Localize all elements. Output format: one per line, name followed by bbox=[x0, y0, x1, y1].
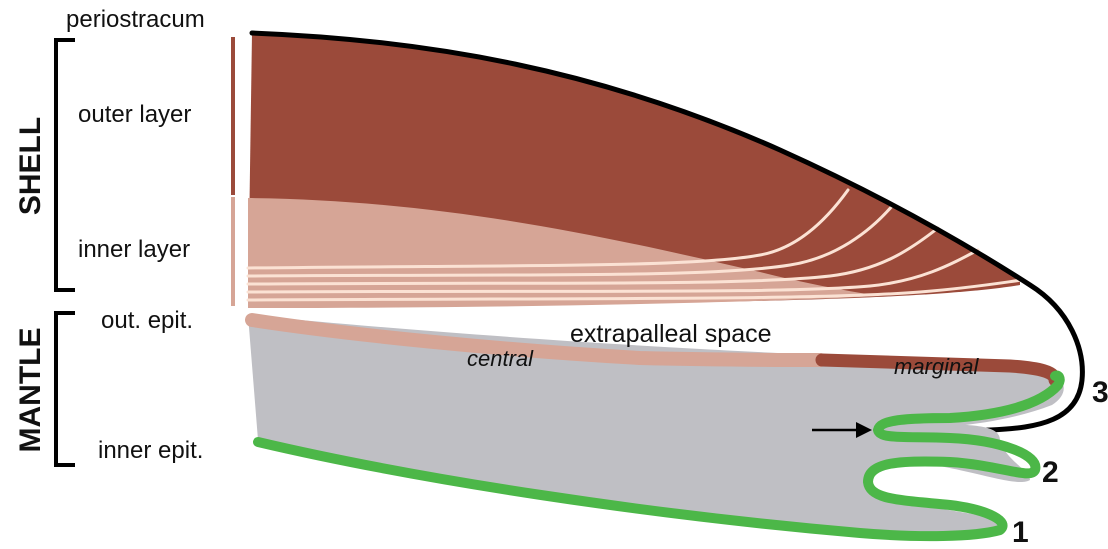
inner-layer-label: inner layer bbox=[78, 236, 190, 263]
fold-number-1: 1 bbox=[1012, 516, 1029, 549]
growth-line bbox=[246, 188, 850, 270]
outer-epithelium-marginal bbox=[815, 353, 1062, 387]
mantle-tissue bbox=[248, 315, 1064, 536]
outer-layer-bar bbox=[231, 37, 235, 195]
outer-epithelium-central bbox=[245, 313, 827, 367]
mantle-bracket bbox=[54, 311, 75, 467]
inner-layer-growth-lines bbox=[246, 188, 1024, 302]
growth-line bbox=[246, 278, 1024, 302]
growth-line bbox=[246, 203, 895, 278]
periostracum-label: periostracum bbox=[66, 6, 205, 33]
shell-bracket bbox=[54, 38, 75, 292]
growth-line bbox=[246, 226, 940, 286]
growth-line bbox=[246, 248, 980, 294]
fold-number-3: 3 bbox=[1092, 376, 1108, 409]
mantle-title: MANTLE bbox=[14, 328, 47, 453]
central-label: central bbox=[467, 346, 534, 371]
inner-epithelium bbox=[253, 370, 1065, 542]
inner-epit-label: inner epit. bbox=[98, 437, 203, 464]
shell-title: SHELL bbox=[14, 117, 47, 215]
arrow-icon bbox=[812, 422, 872, 438]
outer-layer-label: outer layer bbox=[78, 101, 191, 128]
out-epit-label: out. epit. bbox=[101, 307, 193, 334]
extrapalleal-space-label: extrapalleal space bbox=[570, 320, 772, 348]
inner-layer-bar bbox=[231, 197, 235, 306]
marginal-label: marginal bbox=[894, 354, 979, 379]
fold-number-2: 2 bbox=[1042, 456, 1059, 489]
